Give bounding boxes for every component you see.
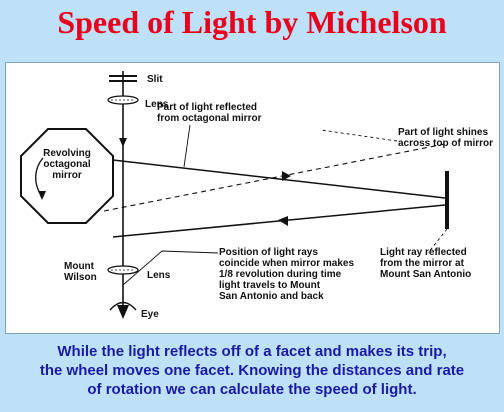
octagonal-mirror	[20, 128, 114, 224]
label-position-3: 1/8 revolution during time	[219, 269, 342, 280]
caption-line-1: While the light reflects off of a facet …	[57, 343, 447, 360]
label-lens-bottom: Lens	[147, 270, 171, 281]
label-ray-reflected-2: from the mirror at	[380, 258, 465, 269]
eye-pupil-icon	[117, 305, 129, 319]
label-position-5: San Antonio and back	[219, 291, 324, 302]
leader-ray-reflected	[427, 228, 448, 254]
label-mount-wilson-2: Wilson	[64, 272, 97, 283]
page-title: Speed of Light by Michelson	[57, 4, 447, 40]
label-reflected-1: Part of light reflected	[157, 102, 257, 113]
rotation-arrow-icon	[38, 191, 46, 200]
down-arrow-icon	[119, 138, 127, 147]
label-ray-reflected-1: Light ray reflected	[380, 247, 467, 258]
caption-line-3: of rotation we can calculate the speed o…	[87, 381, 417, 398]
label-mount-wilson-1: Mount	[64, 261, 95, 272]
label-position-4: light travels to Mount	[219, 280, 321, 291]
label-reflected-2: from octagonal mirror	[157, 113, 262, 124]
label-ray-reflected-3: Mount San Antonio	[380, 269, 471, 280]
label-mirror-3: mirror	[52, 170, 82, 181]
leader-reflected	[183, 124, 191, 168]
label-position-1: Position of light rays	[219, 247, 318, 258]
returning-arrow-icon	[278, 216, 288, 226]
label-shines-2: across top of mirror	[398, 138, 493, 149]
dashed-beam	[103, 143, 446, 212]
leader-shines	[320, 129, 398, 142]
outgoing-beam	[112, 159, 446, 199]
label-slit: Slit	[147, 74, 163, 85]
caption-line-2: the wheel moves one facet. Knowing the d…	[39, 362, 465, 379]
label-mirror-1: Revolving	[43, 148, 91, 159]
diagram-panel: Slit Lens Part of light reflected from o…	[5, 62, 500, 334]
michelson-diagram: Slit Lens Part of light reflected from o…	[20, 71, 493, 320]
label-position-2: coincide when mirror makes	[219, 258, 354, 269]
label-eye: Eye	[141, 309, 159, 320]
caption: While the light reflects off of a facet …	[0, 342, 504, 399]
leader-position	[122, 250, 219, 286]
outgoing-arrow-icon	[282, 171, 291, 181]
eye-icon	[109, 301, 137, 311]
label-shines-1: Part of light shines	[398, 127, 488, 138]
label-lens-top: Lens	[145, 99, 169, 110]
label-mirror-2: octagonal	[43, 159, 90, 170]
returning-beam	[112, 204, 446, 238]
